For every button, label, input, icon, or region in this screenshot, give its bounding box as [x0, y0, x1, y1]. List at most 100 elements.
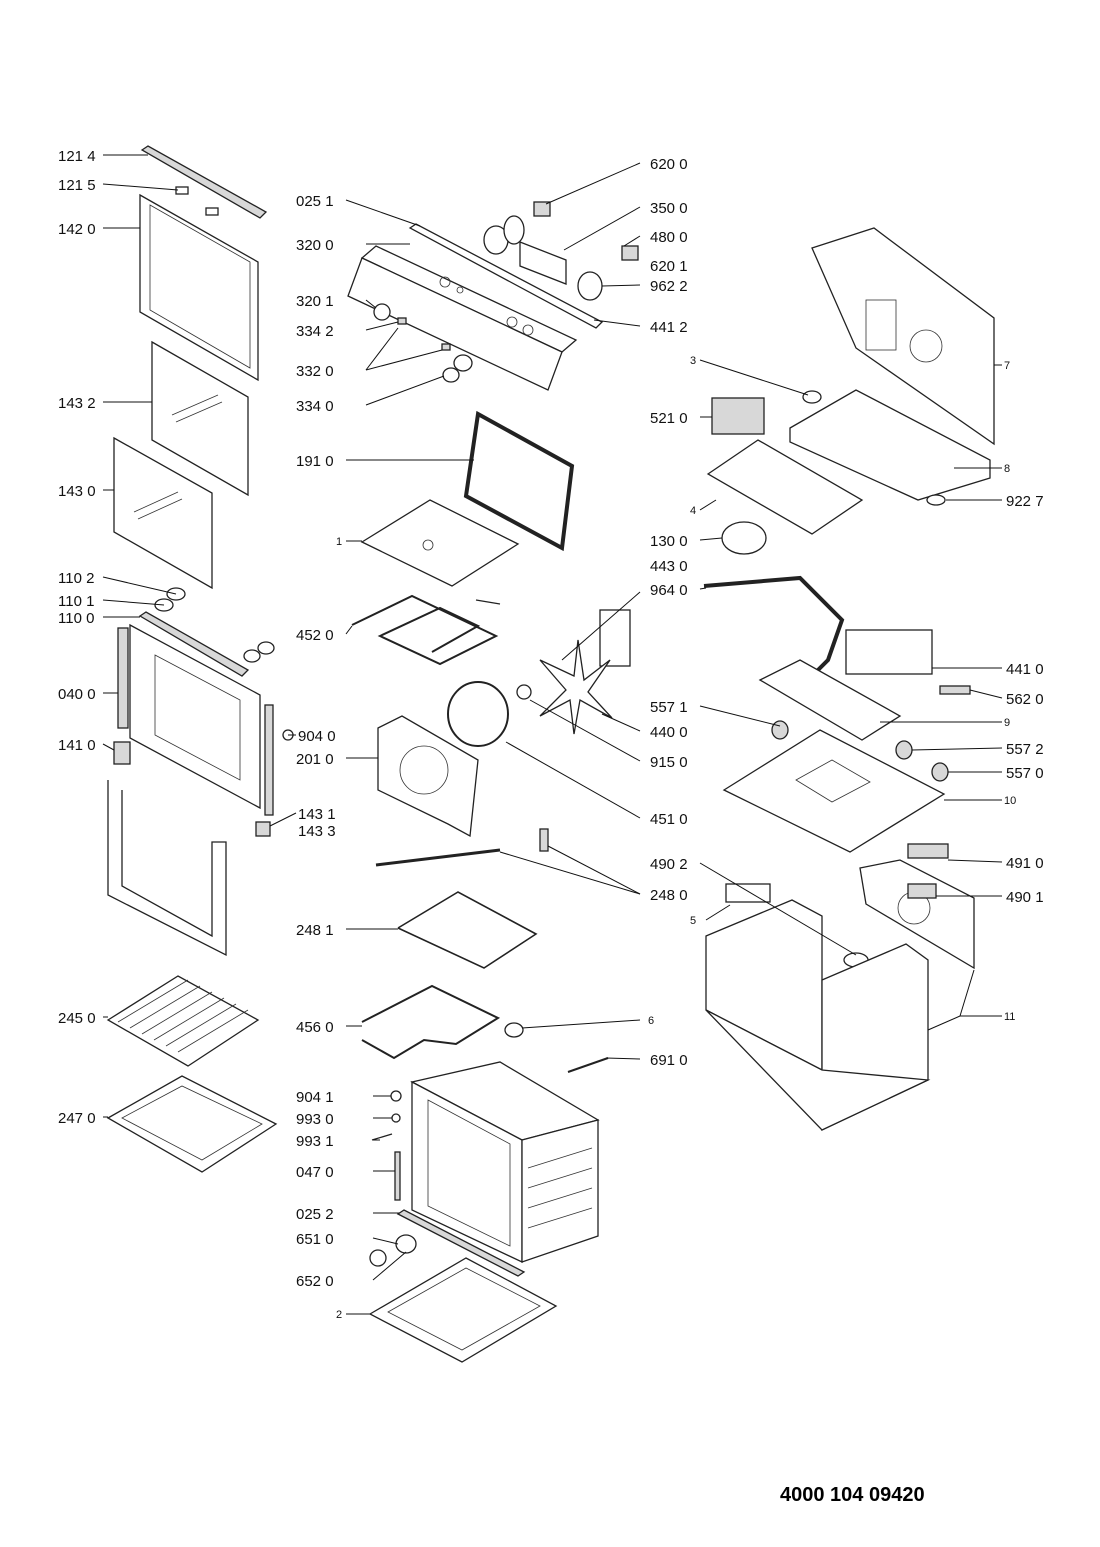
- hinge-bracket: [255, 821, 271, 837]
- label-142-0: 142 0: [58, 221, 96, 238]
- door-hinge-left: [117, 627, 129, 729]
- label-320-0: 320 0: [296, 237, 334, 254]
- spacer-disc: [257, 641, 275, 655]
- label-620-0: 620 0: [650, 156, 688, 173]
- label-110-2: 110 2: [58, 570, 94, 587]
- cavity-bottom-strip: [396, 1209, 526, 1277]
- top-housing: [706, 227, 995, 555]
- label-451-0: 451 0: [650, 811, 688, 828]
- cable-clamp: [725, 883, 771, 903]
- label-10: 10: [1004, 795, 1016, 807]
- label-652-0: 652 0: [296, 1273, 334, 1290]
- oven-lamp: [503, 215, 525, 245]
- label-2: 2: [336, 1309, 342, 1321]
- label-320-1: 320 1: [296, 293, 334, 310]
- label-191-0: 191 0: [296, 453, 334, 470]
- label-441-0: 441 0: [1006, 661, 1044, 678]
- label-557-2: 557 2: [1006, 741, 1044, 758]
- label-922-7: 922 7: [1006, 493, 1044, 510]
- lower-heating-element: [361, 984, 501, 1060]
- panel-top-strip: [408, 223, 604, 329]
- lamp-and-wiring: [483, 201, 639, 301]
- door-clip: [205, 207, 219, 216]
- spit-frame: [397, 891, 538, 969]
- label-6: 6: [648, 1015, 654, 1027]
- label-025-1: 025 1: [296, 193, 334, 210]
- control-knob: [453, 354, 473, 372]
- thermostat: [931, 762, 949, 782]
- lamp-connector: [533, 201, 551, 217]
- label-1: 1: [336, 536, 342, 548]
- oven-door-gasket: [463, 410, 575, 552]
- label-915-0: 915 0: [650, 754, 688, 771]
- label-521-0: 521 0: [650, 410, 688, 427]
- label-110-0: 110 0: [58, 610, 94, 627]
- label-025-2: 025 2: [296, 1206, 334, 1223]
- washer: [926, 494, 946, 506]
- top-cover: [789, 389, 991, 501]
- control-knob: [373, 303, 391, 321]
- label-248-0: 248 0: [650, 887, 688, 904]
- back-wall-panel: [811, 227, 995, 446]
- label-620-1: 620 1: [650, 258, 688, 275]
- label-143-2: 143 2: [58, 395, 96, 412]
- air-tube: [939, 685, 971, 695]
- baking-tray: [106, 1075, 278, 1173]
- label-440-0: 440 0: [650, 724, 688, 741]
- door-clip: [175, 186, 189, 195]
- label-247-0: 247 0: [58, 1110, 96, 1127]
- thermostat: [895, 740, 913, 760]
- label-201-0: 201 0: [296, 751, 334, 768]
- label-040-0: 040 0: [58, 686, 96, 703]
- cooling-fan: [721, 521, 767, 555]
- part-labels: 121 4 121 5 142 0 143 2 143 0 110 2 110 …: [58, 148, 1044, 1321]
- leader-lines: [102, 154, 1003, 1315]
- label-121-5: 121 5: [58, 177, 96, 194]
- cooling-duct: [703, 575, 845, 690]
- label-691-0: 691 0: [650, 1052, 688, 1069]
- label-490-2: 490 2: [650, 856, 688, 873]
- label-557-1: 557 1: [650, 699, 688, 716]
- outer-housing: [705, 843, 975, 1132]
- outer-door-glass: [139, 193, 259, 382]
- fan-back-panel: [377, 715, 479, 838]
- label-7: 7: [1004, 360, 1010, 372]
- fan-bushing: [516, 684, 532, 700]
- label-143-0: 143 0: [58, 483, 96, 500]
- inner-door-glass-1: [151, 340, 249, 497]
- lamp-connector: [621, 245, 639, 261]
- spit-motor-support: [539, 828, 549, 852]
- label-334-0: 334 0: [296, 398, 334, 415]
- control-board: [711, 397, 765, 435]
- lamp-cover: [504, 1022, 524, 1038]
- hinge-catch: [113, 741, 131, 765]
- side-rail: [394, 1151, 401, 1201]
- tangential-fan: [845, 629, 933, 675]
- door-inner-frame: [129, 623, 261, 810]
- door-knob: [369, 1249, 387, 1267]
- label-993-0: 993 0: [296, 1111, 334, 1128]
- wire-terminal: [567, 1057, 609, 1073]
- fan-mount-bracket: [758, 659, 902, 741]
- door-top-profile: [140, 145, 268, 219]
- label-334-2: 334 2: [296, 323, 334, 340]
- terminal-block: [907, 843, 949, 859]
- label-993-1: 993 1: [296, 1133, 334, 1150]
- label-245-0: 245 0: [58, 1010, 96, 1027]
- label-143-3: 143 3: [298, 823, 336, 840]
- oven-cavity: [368, 1061, 600, 1363]
- label-491-0: 491 0: [1006, 855, 1044, 872]
- cooking-components: [351, 410, 609, 1073]
- door-seal-frame: [107, 780, 227, 957]
- grill-element: [351, 594, 499, 666]
- door-assembly: [107, 145, 294, 957]
- spacer-disc: [243, 649, 261, 663]
- fan-blade: [539, 639, 613, 735]
- label-456-0: 456 0: [296, 1019, 334, 1036]
- fan-motor-body: [599, 609, 631, 667]
- label-651-0: 651 0: [296, 1231, 334, 1248]
- mounting-bracket: [706, 439, 864, 535]
- back-panel: [859, 859, 975, 970]
- control-panel-assembly: [347, 223, 604, 391]
- cooling-assembly: [703, 575, 971, 853]
